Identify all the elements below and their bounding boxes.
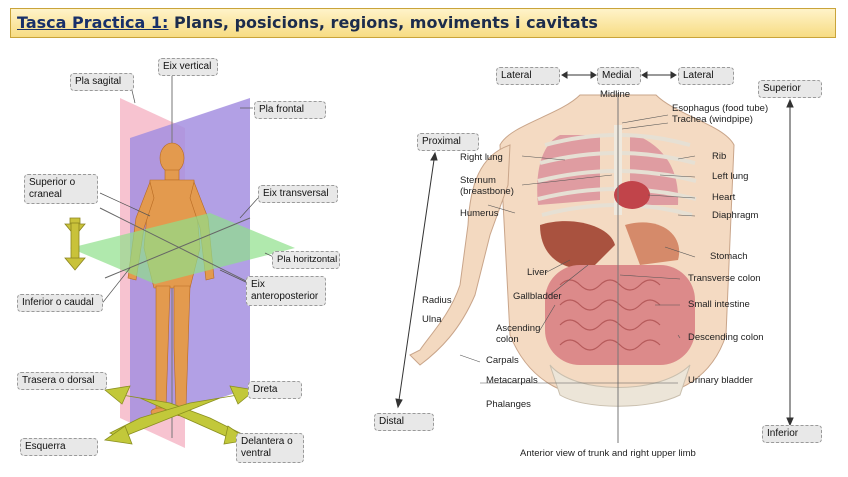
label-trasera-dorsal: Trasera o dorsal	[17, 372, 107, 390]
trunk-upper-limb-figure: Lateral Medial Lateral Superior Proximal…	[360, 55, 838, 470]
box-superior: Superior	[758, 80, 822, 98]
title-lead: Tasca Practica 1:	[17, 13, 168, 32]
label-humerus: Humerus	[460, 208, 499, 219]
box-medial: Medial	[597, 67, 641, 85]
label-right-lung: Right lung	[460, 152, 503, 163]
label-eix-anteroposterior: Eix anteroposterior	[246, 276, 326, 306]
label-small-intestine: Small intestine	[688, 299, 750, 310]
label-urinary-bladder: Urinary bladder	[688, 375, 753, 386]
label-phalanges: Phalanges	[486, 399, 531, 410]
page-title: Tasca Practica 1: Plans, posicions, regi…	[10, 8, 836, 38]
label-descending-colon: Descending colon	[688, 332, 764, 343]
box-proximal: Proximal	[417, 133, 479, 151]
label-superior-craneal: Superior o craneal	[24, 174, 98, 204]
box-lateral-right: Lateral	[678, 67, 734, 85]
figure-caption: Anterior view of trunk and right upper l…	[520, 448, 696, 459]
box-lateral-left: Lateral	[496, 67, 560, 85]
heart-shape	[614, 181, 650, 209]
box-inferior: Inferior	[762, 425, 822, 443]
label-liver: Liver	[527, 267, 548, 278]
label-inferior-caudal: Inferior o caudal	[17, 294, 103, 312]
label-esophagus: Esophagus (food tube)	[672, 103, 768, 114]
label-eix-vertical: Eix vertical	[158, 58, 218, 76]
label-pla-sagital: Pla sagital	[70, 73, 134, 91]
label-pla-frontal: Pla frontal	[254, 101, 326, 119]
label-midline: Midline	[600, 89, 630, 100]
anatomy-illustration	[360, 55, 838, 470]
label-rib: Rib	[712, 151, 726, 162]
label-eix-transversal: Eix transversal	[258, 185, 338, 203]
label-esquerra: Esquerra	[20, 438, 98, 456]
label-transverse-colon: Transverse colon	[688, 273, 761, 284]
label-delantera-ventral: Delantera o ventral	[236, 433, 304, 463]
anatomical-planes-figure: Eix vertical Pla sagital Pla frontal Sup…	[10, 48, 340, 468]
label-stomach: Stomach	[710, 251, 748, 262]
label-ascending-colon: Ascending colon	[496, 323, 540, 345]
label-metacarpals: Metacarpals	[486, 375, 538, 386]
cranial-caudal-arrow	[65, 218, 85, 270]
label-left-lung: Left lung	[712, 171, 748, 182]
label-dreta: Dreta	[248, 381, 302, 399]
horizontal-plane	[70, 213, 295, 284]
label-trachea: Trachea (windpipe)	[672, 114, 753, 125]
label-gallbladder: Gallbladder	[513, 291, 562, 302]
label-diaphragm: Diaphragm	[712, 210, 758, 221]
label-carpals: Carpals	[486, 355, 519, 366]
label-ulna: Ulna	[422, 314, 442, 325]
label-heart: Heart	[712, 192, 735, 203]
title-rest: Plans, posicions, regions, moviments i c…	[168, 13, 597, 32]
box-distal: Distal	[374, 413, 434, 431]
label-sternum: Sternum (breastbone)	[460, 175, 514, 197]
label-radius: Radius	[422, 295, 452, 306]
label-pla-horitzontal: Pla horitzontal	[272, 251, 340, 269]
